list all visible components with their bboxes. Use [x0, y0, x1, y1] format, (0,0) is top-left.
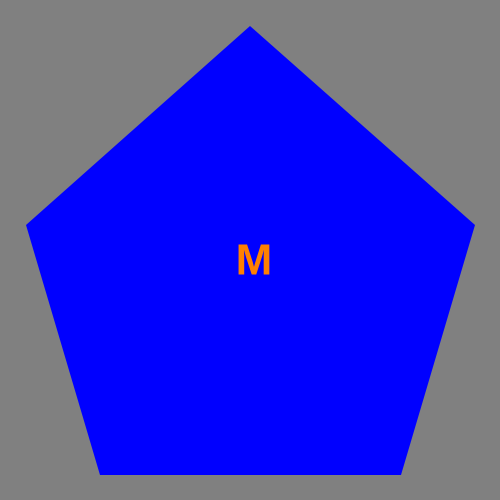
- pentagon-label: M: [236, 236, 273, 285]
- pentagon-shape: [26, 26, 475, 475]
